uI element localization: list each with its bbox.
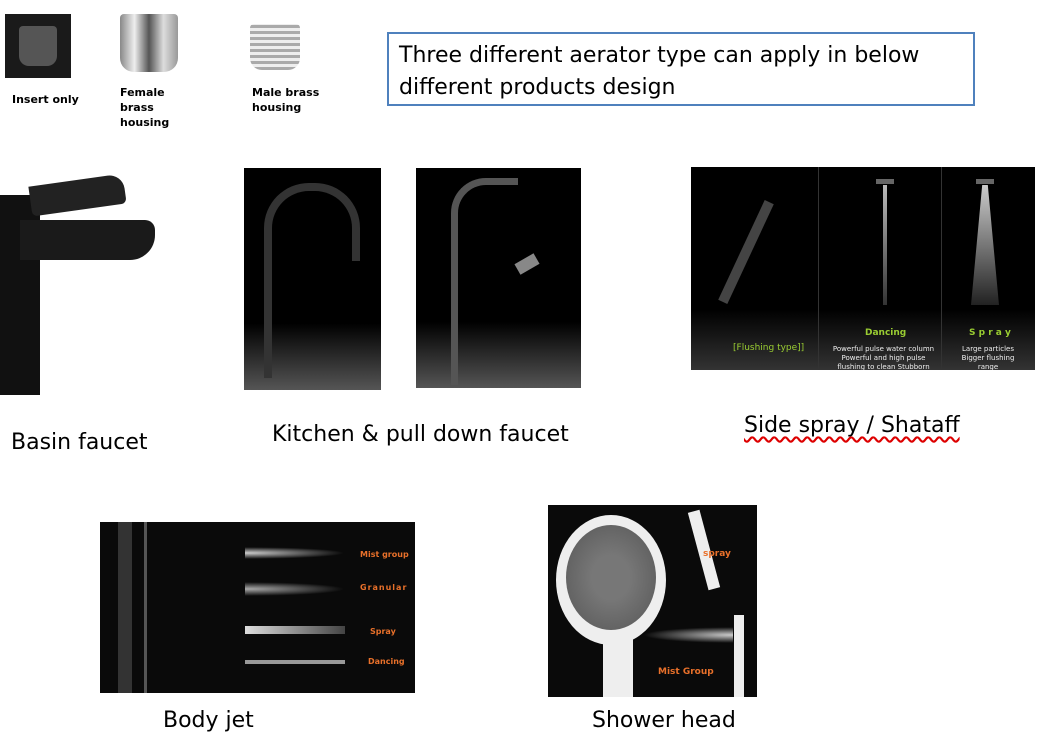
pull-down-faucet-image: [416, 168, 581, 388]
side-spray-image: [Flushing type]] Dancing Powerful pulse …: [691, 167, 1035, 370]
side-spray-caption: Side spray / Shataff: [744, 413, 960, 438]
shower-head-image: spray Mist Group: [548, 505, 757, 697]
shower-head-caption: Shower head: [592, 708, 736, 733]
dancing-label: Dancing: [368, 657, 405, 666]
basin-faucet-caption: Basin faucet: [11, 430, 148, 455]
female-housing-image: [120, 14, 178, 72]
male-housing-image: [250, 24, 300, 70]
aerator-label: Male brass housing: [252, 86, 320, 114]
aerator-label: Insert only: [12, 93, 79, 106]
spray-label: spray: [703, 549, 731, 559]
dancing-description: Powerful pulse water column Powerful and…: [832, 345, 935, 370]
dancing-label: Dancing: [865, 328, 907, 338]
mist-group-label: Mist Group: [658, 667, 714, 677]
spray-label: Spray: [370, 627, 396, 636]
side-spray-caption-text: Side spray / Shataff: [744, 413, 960, 438]
kitchen-faucet-caption: Kitchen & pull down faucet: [272, 422, 569, 447]
spray-label: S p r a y: [969, 328, 1011, 338]
mist-group-label: Mist group: [360, 550, 409, 559]
granular-label: Granular: [360, 583, 408, 592]
body-jet-caption: Body jet: [163, 708, 254, 733]
aerator-label: Female brass housing: [120, 86, 170, 129]
kitchen-faucet-image: [244, 168, 381, 390]
spray-description: Large particles Bigger flushing range: [961, 345, 1015, 370]
insert-only-image: [5, 14, 71, 78]
callout-text-box: Three different aerator type can apply i…: [387, 32, 975, 106]
basin-faucet-image: [0, 173, 155, 395]
body-jet-image: Mist group Granular Spray Dancing: [100, 522, 415, 693]
flushing-type-label: [Flushing type]]: [733, 343, 805, 353]
